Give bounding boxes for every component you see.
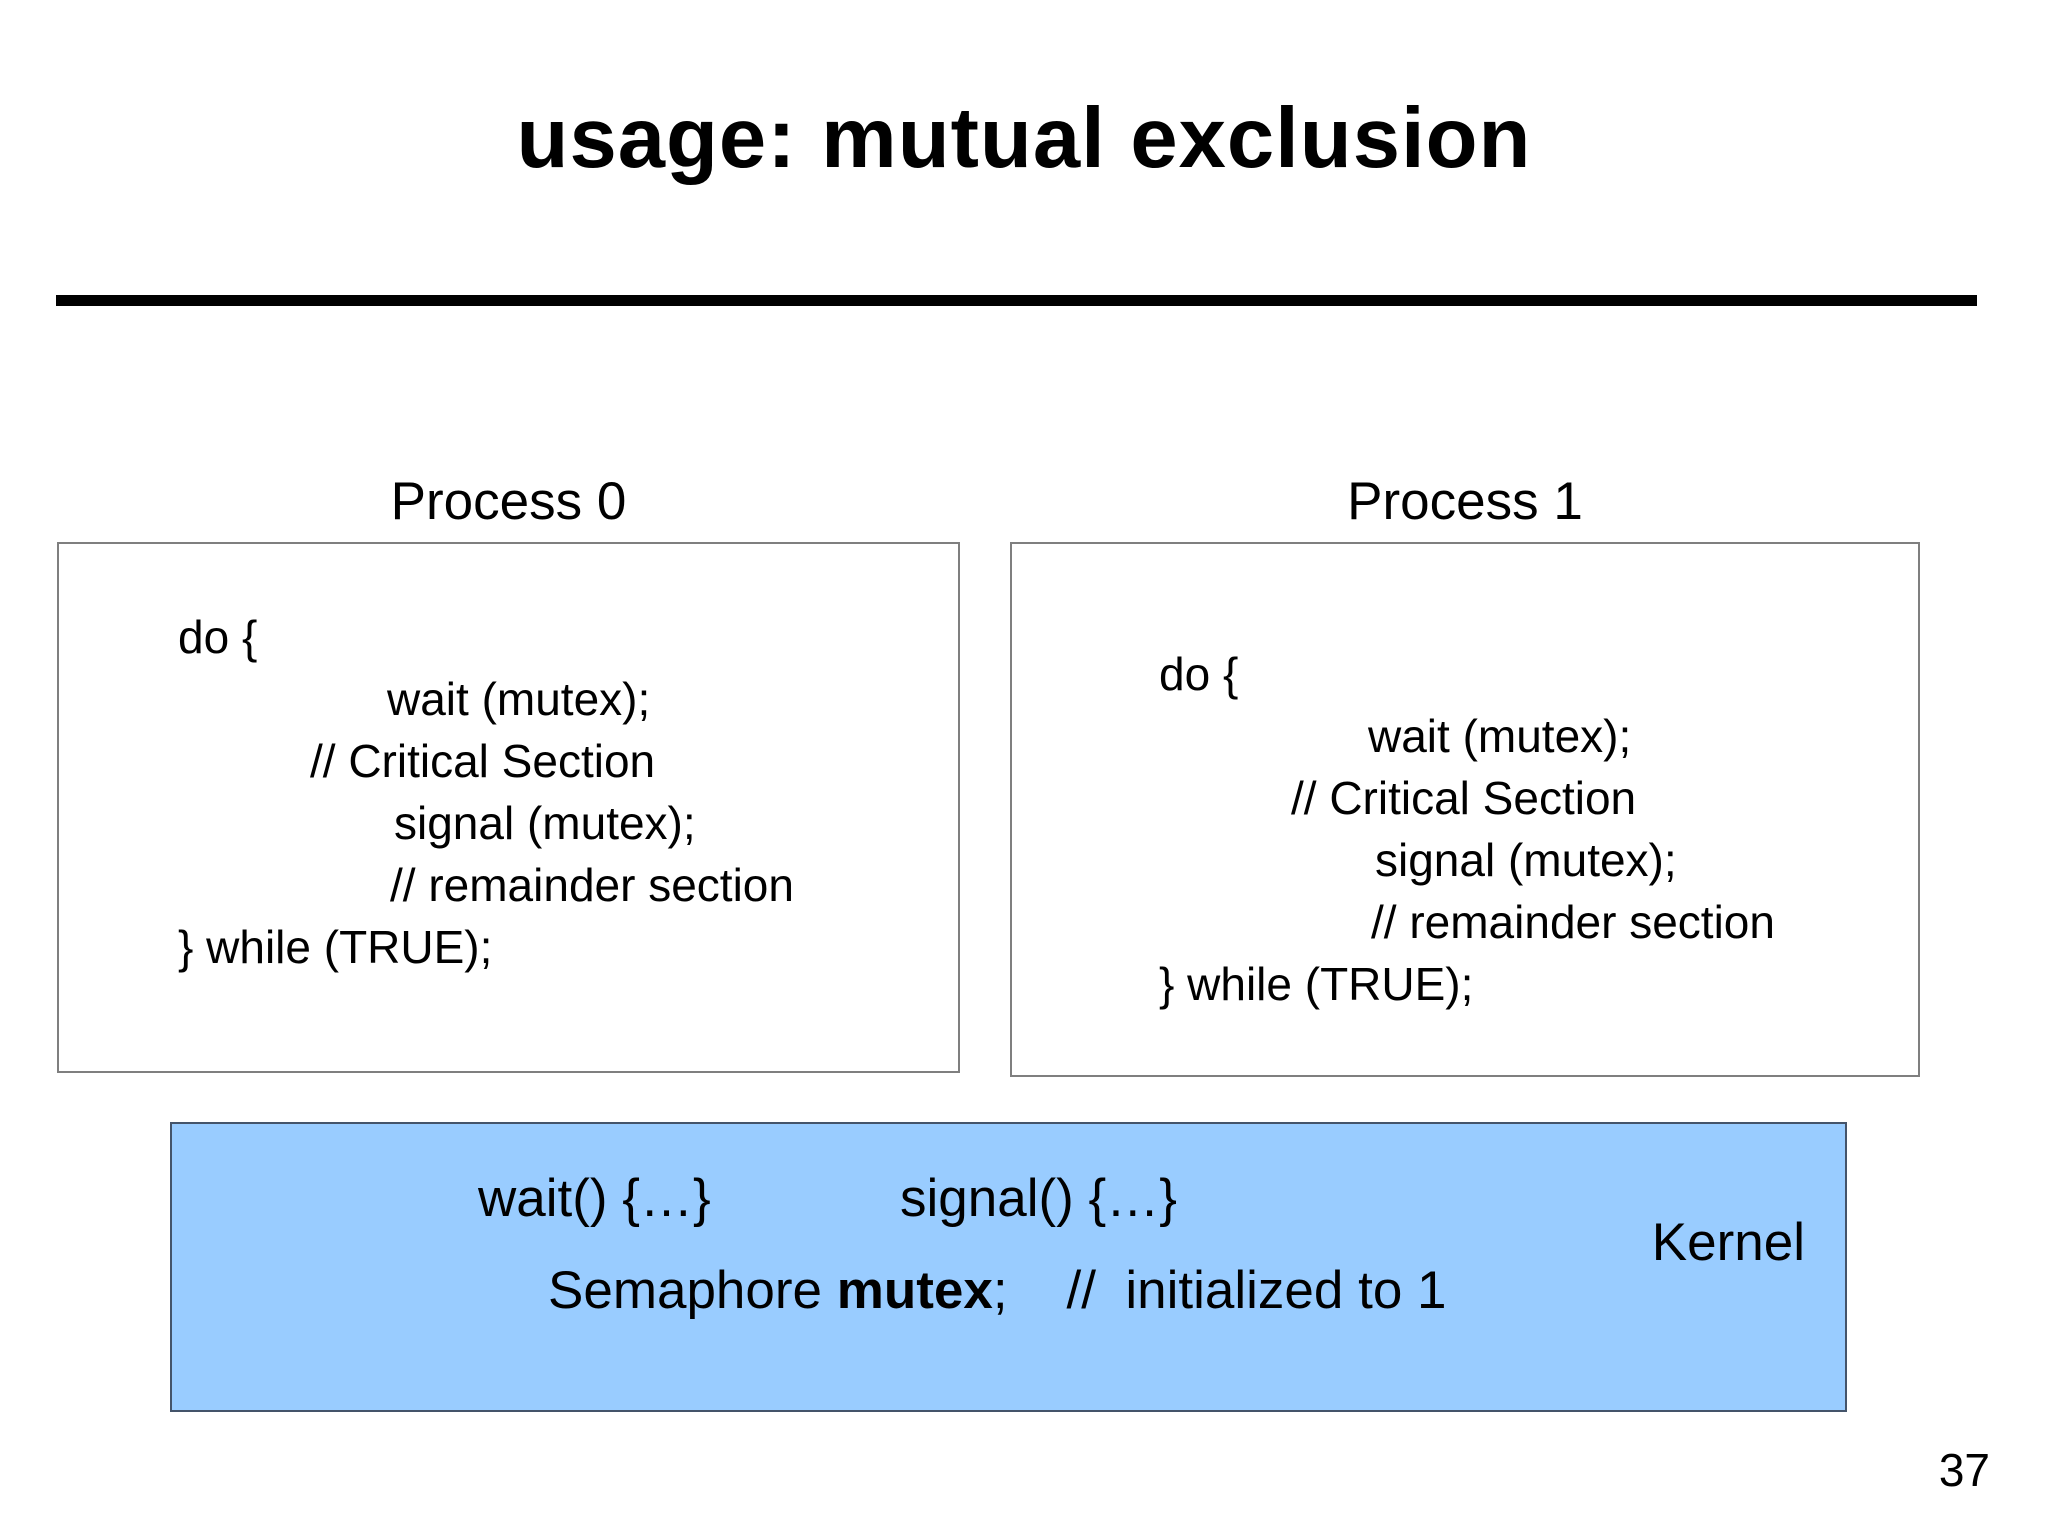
- process-0-label: Process 0: [390, 472, 627, 531]
- process-0-box: do { wait (mutex); // Critical Section s…: [57, 542, 960, 1073]
- code-line: } while (TRUE);: [1159, 958, 1474, 1010]
- slide-title: usage: mutual exclusion: [516, 91, 1532, 186]
- kernel-box: wait() {…} signal() {…} Kernel Semaphore…: [170, 1122, 1847, 1412]
- code-line: // Critical Section: [1291, 772, 1637, 824]
- code-line: wait (mutex);: [387, 673, 651, 725]
- kernel-label: Kernel: [1651, 1213, 1805, 1272]
- code-line: // Critical Section: [310, 735, 656, 787]
- semaphore-name-bold: mutex: [836, 1261, 993, 1320]
- kernel-signal-declaration: signal() {…}: [900, 1169, 1177, 1228]
- process-1-label: Process 1: [1347, 472, 1583, 531]
- process-0-code: do { wait (mutex); // Critical Section s…: [59, 544, 958, 978]
- code-line: } while (TRUE);: [178, 921, 493, 973]
- code-line: // remainder section: [390, 859, 794, 911]
- kernel-wait-declaration: wait() {…}: [478, 1169, 711, 1228]
- code-line: signal (mutex);: [394, 797, 696, 849]
- process-1-box: do { wait (mutex); // Critical Section s…: [1010, 542, 1920, 1077]
- code-line: do {: [1159, 648, 1239, 700]
- semaphore-text-prefix: Semaphore: [548, 1261, 837, 1320]
- semaphore-text-suffix: ; // initialized to 1: [992, 1261, 1447, 1320]
- code-line: signal (mutex);: [1375, 834, 1677, 886]
- title-divider: [56, 295, 1977, 306]
- page-number: 37: [1938, 1444, 1990, 1496]
- code-line: wait (mutex);: [1368, 710, 1632, 762]
- process-1-code: do { wait (mutex); // Critical Section s…: [1012, 544, 1918, 1015]
- kernel-semaphore-declaration: Semaphore mutex; // initialized to 1: [548, 1264, 1447, 1317]
- code-line: // remainder section: [1371, 896, 1775, 948]
- code-line: do {: [178, 611, 258, 663]
